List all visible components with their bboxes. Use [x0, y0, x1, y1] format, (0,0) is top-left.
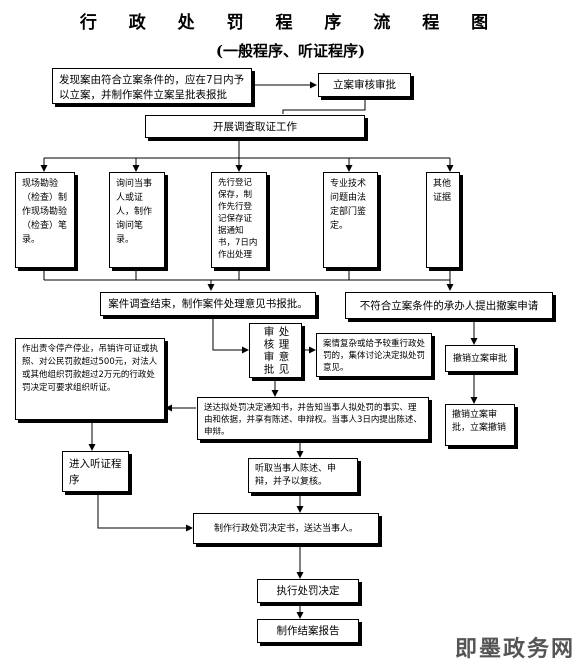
- watermark-logo: 即墨政务网: [454, 637, 575, 662]
- node-hearing-condition: 作出责令停产停业，吊销许可证或执照、对公民罚款超过500元，对法人或其他组织罚款…: [15, 338, 165, 420]
- node-execute: 执行处罚决定: [257, 579, 359, 603]
- node-penalty-decision: 制作行政处罚决定书，送达当事人。: [193, 513, 379, 544]
- node-investigation-end: 案件调查结束，制作案件处理意见书报批。: [100, 292, 316, 316]
- node-inspection: 现场勘验（检查）制作现场勘验（检查）笔录。: [15, 172, 75, 268]
- node-preservation: 先行登记保存，制作先行登记保存证据通知书，7日内作出处理: [211, 172, 267, 268]
- node-withdraw-proposal: 不符合立案条件的承办人提出撤案申请: [345, 292, 553, 319]
- node-listen-defense: 听取当事人陈述、申辩，并予以复核。: [248, 458, 358, 493]
- node-closing-report: 制作结案报告: [257, 619, 359, 643]
- node-inquiry: 询问当事人或证人，制作询问笔录。: [109, 172, 165, 268]
- edge-approval-investigation: [282, 98, 366, 114]
- node-enter-hearing: 进入听证程序: [62, 451, 129, 492]
- chart-subtitle: (一般程序、听证程序): [215, 42, 366, 60]
- edge-hearing-decision: [97, 492, 193, 532]
- node-discover-case: 发现案由符合立案条件的，应在7日内予以立案，并制作案件立案呈批表报批: [52, 68, 252, 104]
- node-withdraw-decision: 撤销立案审批，立案撤销: [445, 404, 515, 446]
- chart-title: 行 政 处 罚 程 序 流 程 图: [79, 13, 502, 33]
- node-expert-appraisal: 专业技术问题由法定部门鉴定。: [323, 172, 378, 268]
- node-other-evidence: 其他证据: [426, 172, 460, 268]
- node-review-approval: 处理意见审核审批: [249, 323, 302, 378]
- node-investigation: 开展调查取证工作: [145, 115, 365, 138]
- node-notice-prior: 送达拟处罚决定通知书，并告知当事人拟处罚的事实、理由和依据，并享有陈述、申辩权。…: [197, 397, 429, 440]
- edge-end-review: [212, 316, 249, 354]
- node-collective-discussion: 案情复杂或给予较重行政处罚的，集体讨论决定拟处罚意见。: [316, 333, 432, 377]
- node-case-approval: 立案审核审批: [318, 73, 411, 97]
- node-withdraw-approval: 撤销立案审批: [445, 345, 515, 372]
